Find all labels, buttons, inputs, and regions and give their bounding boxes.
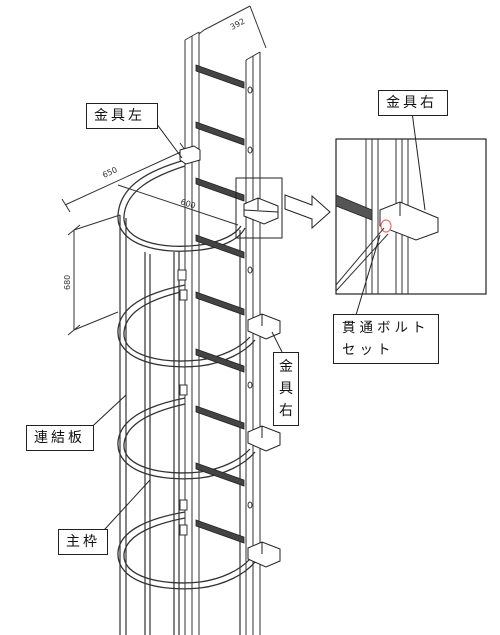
dim-650: 650 (101, 165, 119, 180)
label-through-bolt-line2: セット (342, 342, 395, 358)
label-through-bolt-line1: 貫通ボルト (342, 320, 430, 336)
label-bracket-right: 金具右 (378, 90, 448, 116)
label-main-frame: 主枠 (58, 529, 108, 555)
dim-600-line (117, 184, 239, 226)
detail-highlight-box (235, 177, 283, 239)
bracket-left-top (179, 145, 201, 165)
label-bracket-left: 金具左 (86, 103, 158, 129)
connection-clamps (177, 269, 188, 536)
ladder-rungs (195, 64, 245, 544)
label-connecting-plate: 連結板 (26, 425, 94, 451)
detail-view (335, 138, 487, 295)
dim-392: 392 (229, 17, 247, 32)
ladder-left-rail (184, 31, 200, 635)
label-bracket-right-vertical: 金具右 (273, 352, 299, 426)
dim-680-line (67, 214, 121, 336)
zoom-arrow (284, 194, 331, 230)
cage-vertical-bars (119, 215, 241, 635)
dim-600: 600 (179, 197, 196, 210)
right-brackets (179, 145, 281, 568)
bracket-right-3 (247, 425, 281, 452)
bracket-right-1 (243, 197, 279, 225)
dim-392-line (198, 5, 267, 49)
ladder-right-rail (245, 51, 261, 635)
dim-680: 680 (63, 275, 72, 290)
bracket-right-4 (247, 541, 281, 568)
label-through-bolt-set: 貫通ボルト セット (333, 314, 439, 364)
dim-650-line (61, 142, 191, 213)
